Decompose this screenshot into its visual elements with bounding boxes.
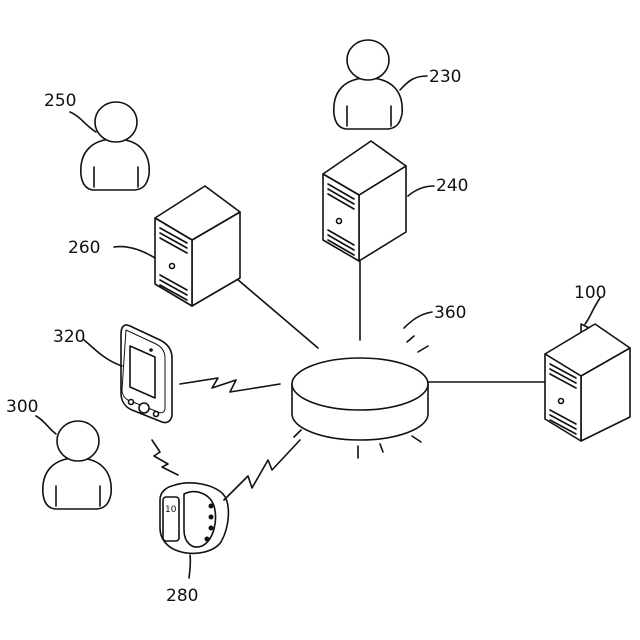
network-hub-icon xyxy=(292,336,428,458)
lightning-icon xyxy=(152,440,178,475)
label-230: 230 xyxy=(429,67,461,87)
link-260-hub xyxy=(237,279,318,348)
label-280: 280 xyxy=(166,586,198,606)
label-100: 100 xyxy=(574,283,606,303)
wearable-band-icon: 10 xyxy=(160,483,228,553)
label-240: 240 xyxy=(436,176,468,196)
server-icon xyxy=(155,186,240,306)
server-icon xyxy=(323,141,406,261)
smartphone-icon xyxy=(121,325,172,423)
person-icon xyxy=(81,102,149,190)
band-display-text: 10 xyxy=(165,505,177,515)
label-320: 320 xyxy=(53,327,85,347)
server-icon xyxy=(545,324,630,441)
label-250: 250 xyxy=(44,91,76,111)
person-icon xyxy=(334,40,402,129)
label-300: 300 xyxy=(6,397,38,417)
lightning-icon xyxy=(224,440,300,500)
person-icon xyxy=(43,421,111,509)
lightning-icon xyxy=(180,378,280,392)
label-260: 260 xyxy=(68,238,100,258)
label-360: 360 xyxy=(434,303,466,323)
wireless-links xyxy=(152,378,300,500)
